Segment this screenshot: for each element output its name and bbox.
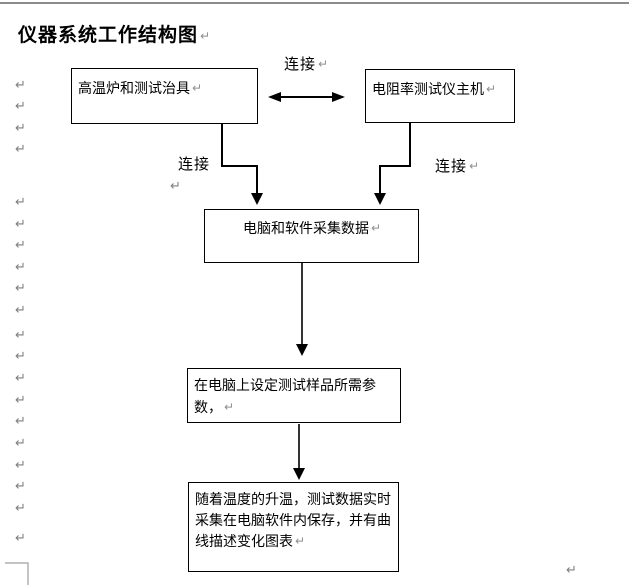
connection-label-text: 连接 — [284, 56, 317, 73]
paragraph-mark-icon: ↵ — [15, 457, 26, 472]
flowchart-box-text-line: 线描述变化图表↵ — [195, 531, 393, 552]
paragraph-mark-icon: ↵ — [15, 500, 26, 515]
flowchart-box-text: 线描述变化图表 — [195, 533, 293, 549]
connection-label-left: 连接 — [178, 153, 210, 174]
connection-label-top: 连接↵ — [284, 53, 329, 74]
flowchart-box-furnace[interactable]: 高温炉和测试治具↵ — [71, 68, 258, 124]
paragraph-mark-icon: ↵ — [15, 435, 26, 450]
paragraph-mark-icon: ↵ — [318, 57, 330, 71]
paragraph-mark-icon: ↵ — [15, 141, 26, 156]
page-top-border — [0, 2, 629, 4]
paragraph-mark-icon: ↵ — [15, 302, 26, 317]
text-boundary-corner-mark — [5, 562, 29, 585]
paragraph-mark-icon: ↵ — [15, 327, 26, 342]
paragraph-mark-icon: ↵ — [15, 413, 26, 428]
paragraph-mark-icon: ↵ — [15, 98, 26, 113]
connection-label-right: 连接↵ — [435, 155, 480, 176]
paragraph-mark-icon: ↵ — [224, 400, 235, 414]
connector-double-arrow[interactable] — [268, 92, 345, 102]
flowchart-box-text: 电阻率测试仪主机 — [372, 81, 484, 97]
paragraph-mark-icon: ↵ — [200, 29, 212, 43]
connector-right-elbow-arrow[interactable] — [374, 123, 411, 205]
paragraph-mark-icon: ↵ — [170, 178, 181, 193]
flowchart-box-data-record[interactable]: 随着温度的升温，测试数据实时 采集在电脑软件内保存，并有曲 线描述变化图表↵ — [188, 482, 399, 572]
flowchart-box-set-params[interactable]: 在电脑上设定测试样品所需参 数，↵ — [187, 368, 401, 423]
paragraph-mark-icon: ↵ — [192, 81, 203, 95]
paragraph-mark-icon: ↵ — [15, 237, 26, 252]
document-title: 仪器系统工作结构图↵ — [18, 20, 211, 47]
connection-label-text: 连接 — [178, 156, 211, 173]
document-title-text: 仪器系统工作结构图 — [18, 25, 199, 46]
paragraph-mark-icon: ↵ — [15, 392, 26, 407]
paragraph-mark-icon: ↵ — [15, 530, 26, 545]
flowchart-box-text: 数， — [194, 399, 222, 415]
paragraph-mark-icon: ↵ — [15, 259, 26, 274]
paragraph-mark-icon: ↵ — [15, 370, 26, 385]
flowchart-box-text-line: 在电脑上设定测试样品所需参 — [194, 377, 376, 393]
paragraph-mark-icon: ↵ — [486, 82, 497, 96]
paragraph-mark-icon: ↵ — [15, 194, 26, 209]
paragraph-mark-icon: ↵ — [370, 221, 382, 235]
flowchart-box-text: 高温炉和测试治具 — [78, 80, 190, 96]
connection-label-text: 连接 — [435, 158, 468, 175]
connector-left-elbow-arrow[interactable] — [221, 124, 263, 205]
paragraph-mark-icon: ↵ — [15, 348, 26, 363]
flowchart-box-resistivity-host[interactable]: 电阻率测试仪主机↵ — [365, 69, 515, 123]
paragraph-mark-icon: ↵ — [15, 478, 26, 493]
flowchart-box-text-line: 随着温度的升温，测试数据实时 — [195, 491, 391, 507]
connector-arrow-params-to-record[interactable] — [293, 424, 305, 480]
paragraph-mark-icon: ↵ — [15, 77, 26, 92]
paragraph-mark-icon: ↵ — [15, 120, 26, 135]
flowchart-box-computer-software[interactable]: 电脑和软件采集数据↵ — [204, 209, 419, 263]
connector-arrow-computer-to-params[interactable] — [296, 263, 308, 356]
flowchart-box-text-line: 数，↵ — [194, 396, 395, 418]
paragraph-mark-icon: ↵ — [15, 280, 26, 295]
paragraph-mark-icon: ↵ — [469, 159, 481, 173]
paragraph-mark-icon: ↵ — [295, 534, 306, 548]
paragraph-mark-icon: ↵ — [15, 216, 26, 231]
paragraph-mark-icon: ↵ — [566, 562, 577, 577]
flowchart-box-text: 电脑和软件采集数据 — [242, 220, 369, 236]
flowchart-box-text-line: 采集在电脑软件内保存，并有曲 — [195, 512, 391, 528]
